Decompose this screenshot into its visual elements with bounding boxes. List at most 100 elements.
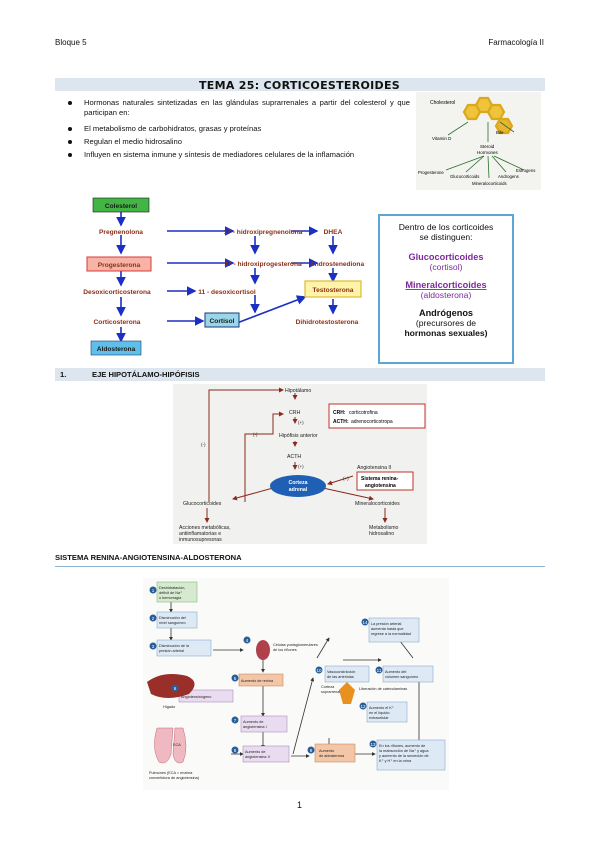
raas-text: y aumento de la secreción de (379, 754, 429, 758)
raas-text: aumenta hasta que (371, 627, 404, 631)
step-number: 9 (310, 748, 313, 753)
raas-text: Aumento del (385, 670, 406, 674)
fig-text: Estrogens (516, 168, 535, 173)
raas-text: En los riñones, aumento de (379, 744, 425, 748)
pathway-androstenediona: Androstenediona (310, 261, 365, 268)
raas-text: la reabsorción de Na⁺ y agua (379, 749, 429, 753)
pathway-dhea: DHEA (324, 229, 343, 236)
raas-text: Deshidratación, (159, 586, 185, 590)
fig-text: Bile (496, 130, 504, 135)
hpa-corteza: Corteza (288, 480, 307, 486)
hpa-hidrosalino: hidrosalino (369, 531, 394, 537)
box-heading-line2: se distinguen: (419, 232, 473, 242)
step-number: 10 (316, 668, 322, 673)
raas-figure: 1 2 3 4 5 6 7 8 9 10 11 12 13 14 Deshidr… (143, 578, 449, 790)
raas-text: K⁺ y H⁺ en la orina (379, 759, 412, 763)
fig-text: Steroid (480, 144, 495, 149)
raas-text: convertidora de angiotensina) (149, 776, 200, 780)
raas-text: La presión arterial (371, 622, 402, 626)
cholesterol-derivatives-figure: Cholesterol Bile Vitamin D Steroid Hormo… (416, 92, 541, 190)
step-number: 3 (152, 644, 155, 649)
hpa-legend-acth-key: ACTH: (333, 419, 349, 425)
raas-text: Células yuxtaglomerulares (273, 643, 318, 647)
hpa-mineralocorticoides: Mineralocorticoides (355, 501, 400, 507)
hpa-plus: (+) (343, 476, 349, 481)
raas-text: regrese a la normalidad (371, 632, 411, 636)
raas-text: Angiotensinógeno (181, 695, 211, 699)
raas-text: déficit de Na⁺ (159, 591, 182, 595)
step-number: 2 (152, 616, 155, 621)
raas-text: en el líquido (369, 711, 389, 715)
pathway-desoxicorticosterona: Desoxicorticosterona (83, 289, 151, 296)
hpa-acciones-2: antiinflamatorias e (179, 531, 221, 537)
raas-text: Aumento (319, 749, 334, 753)
box-androgenos-sub1: (precursores de (415, 318, 477, 328)
raas-text: Vasoconstricción (327, 670, 355, 674)
section1-band (55, 368, 545, 381)
section2-rule (55, 566, 545, 567)
fig-text: Vitamin D (432, 136, 452, 141)
hpa-legend-crh-key: CRH: (333, 410, 346, 416)
step-number: 4 (246, 638, 249, 643)
pathway-colesterol: Colesterol (105, 203, 137, 210)
raas-text: Pulmones (ECA = enzima (149, 771, 193, 775)
hpa-sistema-1: Sistema renina- (361, 476, 399, 482)
hpa-metabolismo: Metabolismo (369, 525, 399, 531)
section2-title: SISTEMA RENINA-ANGIOTENSINA-ALDOSTERONA (55, 553, 242, 562)
raas-text: ECA (173, 743, 181, 747)
raas-text: presión arterial (159, 649, 184, 653)
step-number: 5 (234, 676, 237, 681)
intro-bullets: Hormonas naturales sintetizadas en las g… (60, 98, 410, 163)
box-glucocorticoides: Glucocorticoides (408, 252, 484, 262)
section1-number: 1. (60, 370, 67, 379)
step-number: 8 (234, 748, 237, 753)
raas-text: Corteza (321, 685, 335, 689)
pathway-pregnenolona: Pregnenolona (99, 229, 143, 236)
pathway-testosterona: Testosterona (313, 287, 354, 294)
fig-text: Androgens (498, 174, 519, 179)
fig-text: Glucocorticoids (450, 174, 479, 179)
raas-text: Hígado (163, 705, 175, 709)
section1-title: EJE HIPOTÁLAMO-HIPÓFISIS (92, 370, 200, 379)
hpa-axis-figure: Corteza adrenal Hipotálamo CRH (+) Hipóf… (173, 384, 427, 544)
raas-text: de los riñones (273, 648, 297, 652)
box-mineralcorticoides: Mineralcorticoides (405, 280, 487, 290)
box-heading-line1: Dentro de los corticoides (398, 222, 494, 232)
raas-text: nivel sanguíneo (159, 621, 186, 625)
hpa-minus: (-) (201, 442, 206, 447)
step-number: 12 (360, 704, 366, 709)
pathway-corticosterona: Corticosterona (94, 319, 141, 326)
hpa-hipotalamo: Hipotálamo (285, 388, 311, 394)
steroidogenesis-pathway: Colesterol Pregnenolona 17 - hidroxipreg… (83, 197, 365, 356)
step-number: 13 (370, 742, 376, 747)
fig-text: Progesterone (418, 170, 444, 175)
hpa-legend-acth-value: adrenocorticotropa (351, 419, 393, 425)
raas-text: Aumento de renina (241, 679, 274, 683)
corticoid-types-box: Dentro de los corticoides se distinguen:… (378, 214, 514, 364)
box-androgenos-sub2: hormonas sexuales) (404, 328, 488, 338)
hpa-sistema-2: angiotensina (365, 483, 396, 489)
hpa-adrenal: adrenal (289, 487, 308, 493)
raas-text: Aumento de (243, 720, 263, 724)
raas-text: volumen sanguíneo (385, 675, 418, 679)
raas-text: angiotensina II (245, 755, 270, 759)
fig-text: Hormones (477, 150, 499, 155)
header-right: Farmacología II (488, 38, 544, 47)
pathway-cortisol: Cortisol (210, 318, 235, 325)
hpa-angiotensina: Angiotensina II (357, 465, 391, 471)
header-left: Bloque 5 (55, 38, 87, 47)
hpa-legend-crh-value: corticotrofina (349, 410, 378, 416)
raas-text: Aumento de (245, 750, 265, 754)
hpa-hipofisis: Hipófisis anterior (279, 433, 318, 439)
step-number: 14 (362, 620, 368, 625)
pathway-dihidrotestosterona: Dihidrotestosterona (296, 319, 359, 326)
raas-text: Liberación de catecolaminas (359, 687, 407, 691)
bullet-item: Influyen en sistema inmune y síntesis de… (60, 150, 410, 160)
raas-text: Disminución del (159, 616, 186, 620)
step-number: 1 (152, 588, 155, 593)
box-mineralcorticoides-sub: (aldosterona) (420, 290, 472, 300)
hpa-glucocorticoides: Glucocorticoides (183, 501, 222, 507)
pathway-aldosterona: Aldosterona (97, 346, 136, 353)
bullet-item: Hormonas naturales sintetizadas en las g… (60, 98, 410, 118)
page-number: 1 (296, 800, 302, 810)
